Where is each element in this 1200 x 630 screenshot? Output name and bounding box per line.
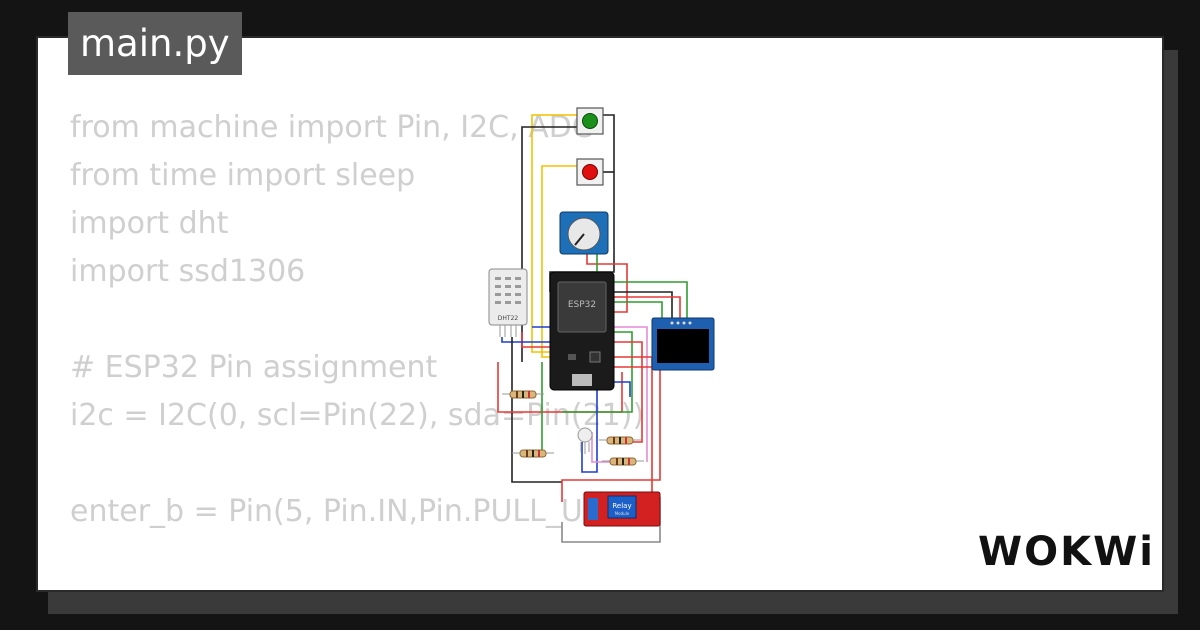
code-line: # ESP32 Pin assignment: [70, 350, 438, 385]
code-preview: from machine import Pin, I2C, ADC from ti…: [70, 104, 645, 590]
relay-label: Relay: [612, 502, 631, 510]
dht22-label: DHT22: [498, 315, 519, 322]
esp32-board: ESP32: [549, 271, 615, 391]
pushbutton-green: [576, 107, 604, 135]
esp32-label: ESP32: [568, 300, 596, 310]
rgb-led: [577, 427, 593, 454]
file-tab-main-py[interactable]: main.py: [68, 12, 242, 75]
preview-card: from machine import Pin, I2C, ADC from ti…: [36, 36, 1164, 592]
code-line: enter_b = Pin(5, Pin.IN,Pin.PULL_UP): [70, 494, 613, 529]
code-line: from machine import Pin, I2C, ADC: [70, 110, 593, 145]
potentiometer: [559, 211, 609, 255]
resistors: [502, 390, 644, 466]
wokwi-logo: WOKWi: [978, 529, 1155, 575]
dht22-sensor: DHT22: [488, 268, 528, 337]
code-line: import dht: [70, 206, 229, 241]
code-line: i2c = I2C(0, scl=Pin(22), sda=Pin(21)): [70, 398, 645, 433]
relay-sublabel: Module: [615, 511, 630, 516]
oled-display: [651, 317, 715, 371]
relay-module: Relay Module: [583, 491, 661, 527]
circuit-diagram: DHT22 ESP32: [488, 107, 715, 543]
pushbutton-red: [576, 158, 604, 186]
code-line: import ssd1306: [70, 254, 306, 289]
code-line: from time import sleep: [70, 158, 416, 193]
